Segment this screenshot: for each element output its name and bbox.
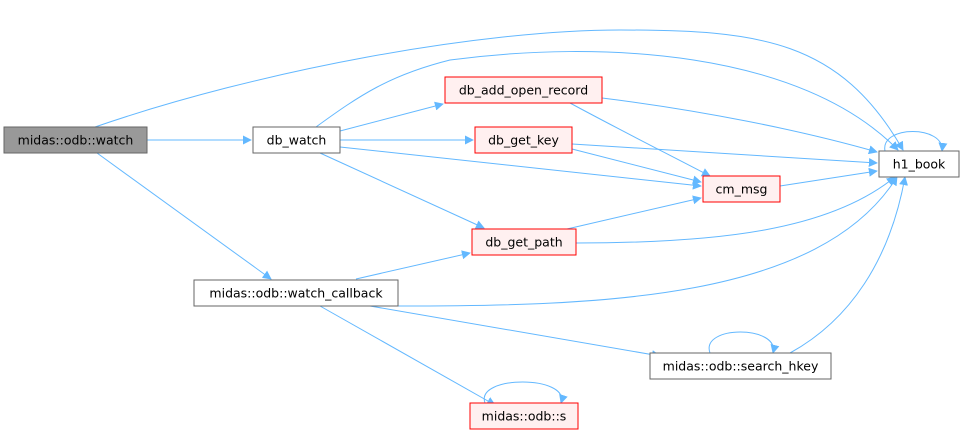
edge-search-hkey-self-loop	[708, 331, 780, 354]
edge-cm-msg-to-h1-book	[779, 167, 878, 187]
edge-watch-callback-to-db-get-path	[355, 250, 471, 280]
node-db-watch[interactable]: db_watch	[252, 126, 341, 154]
node-db-get-path[interactable]: db_get_path	[471, 228, 577, 256]
edge-db-watch-to-h1-book	[315, 51, 899, 151]
edge-watch-callback-to-h1-book	[397, 176, 898, 307]
node-cm-msg-label: cm_msg	[716, 182, 768, 197]
edge-db-add-open-record-to-h1-book	[601, 97, 878, 155]
edge-db-watch-to-cm-msg	[339, 146, 702, 190]
edge-s-self-loop	[483, 381, 568, 404]
edge-db-watch-to-db-add-open-record	[339, 101, 444, 132]
node-watch-label: midas::odb::watch	[18, 133, 134, 148]
node-s[interactable]: midas::odb::s	[469, 402, 579, 430]
edge-db-get-key-to-h1-book	[571, 143, 878, 167]
node-db-watch-label: db_watch	[267, 133, 327, 148]
edge-db-get-path-to-cm-msg	[566, 195, 702, 230]
edge-db-watch-to-db-get-path	[319, 152, 485, 229]
edge-watch-callback-to-s	[319, 305, 496, 406]
node-db-get-path-label: db_get_path	[485, 235, 562, 250]
node-watch[interactable]: midas::odb::watch	[3, 126, 148, 154]
edges	[94, 29, 948, 406]
edge-watch-callback-to-search-hkey	[369, 305, 661, 360]
node-search-hkey-label: midas::odb::search_hkey	[663, 359, 819, 374]
edge-db-get-path-to-h1-book	[575, 176, 896, 244]
edge-db-get-key-to-cm-msg	[571, 148, 702, 185]
edge-search-hkey-to-h1-book	[789, 176, 908, 354]
node-db-add-open-record[interactable]: db_add_open_record	[444, 76, 603, 104]
node-watch-callback[interactable]: midas::odb::watch_callback	[193, 279, 399, 307]
nodes: midas::odb::watch db_watch db_add_open_r…	[3, 76, 960, 430]
edge-h1-book-self-loop	[884, 131, 948, 152]
node-h1-book[interactable]: h1_book	[878, 150, 960, 178]
node-db-add-open-record-label: db_add_open_record	[459, 83, 588, 98]
edge-db-add-open-record-to-cm-msg	[569, 102, 711, 177]
edge-watch-to-watch-callback	[96, 152, 272, 280]
node-db-get-key-label: db_get_key	[488, 133, 559, 148]
node-db-get-key[interactable]: db_get_key	[474, 126, 573, 154]
node-cm-msg[interactable]: cm_msg	[702, 175, 781, 203]
node-h1-book-label: h1_book	[893, 157, 946, 172]
edge-watch-to-h1-book	[94, 29, 904, 151]
node-s-label: midas::odb::s	[482, 409, 567, 424]
node-watch-callback-label: midas::odb::watch_callback	[209, 286, 383, 301]
node-search-hkey[interactable]: midas::odb::search_hkey	[649, 352, 832, 380]
